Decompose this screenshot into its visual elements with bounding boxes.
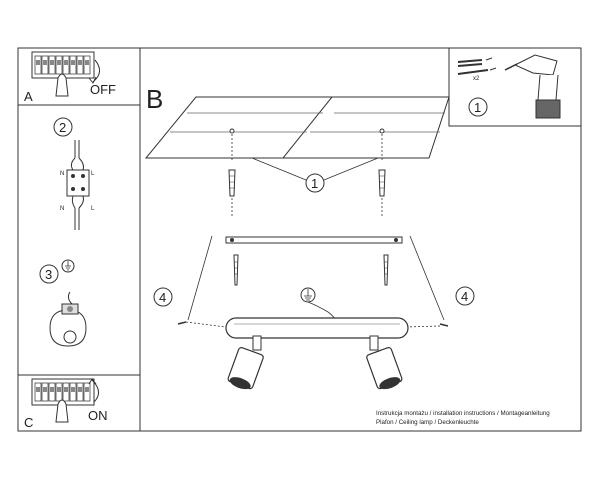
- fixture-bar: [225, 317, 409, 339]
- earth-step-number: 3: [45, 267, 52, 282]
- tools-box: x2 1: [448, 47, 582, 127]
- ceiling-plate-right: [281, 96, 450, 159]
- bracket-bar: [225, 236, 403, 244]
- ceiling-hole-left: [229, 128, 235, 134]
- ceiling-hole-right: [379, 128, 385, 134]
- earth-bracket-icon: [49, 309, 87, 347]
- caption-line-1: Instrukcja montażu / installation instru…: [376, 410, 550, 417]
- anchor-count: x2: [473, 76, 480, 82]
- screw-step-left: 4: [159, 290, 166, 305]
- side-screws: [177, 321, 449, 327]
- wires: [74, 140, 80, 230]
- terminal-l-bottom: L: [91, 206, 95, 212]
- step-badge: [53, 117, 73, 137]
- ceiling: [144, 96, 450, 160]
- outer-frame: [17, 47, 582, 432]
- terminal-n-top: N: [60, 171, 64, 177]
- wiring-step: 2 N L N L: [53, 117, 95, 230]
- spotlight-left: [227, 347, 264, 390]
- anchor-left: [228, 169, 236, 197]
- panel-b-letter: B: [146, 84, 163, 114]
- screw-left: [233, 254, 239, 286]
- mounting-bracket: [187, 235, 445, 321]
- anchors: 1: [228, 157, 386, 218]
- hand-icon: [55, 73, 69, 97]
- panel-c: C ON: [17, 374, 141, 432]
- anchors-step-number: 1: [311, 176, 318, 191]
- caption-line-2: Plafon / Ceiling lamp / Deckenleuchte: [376, 419, 479, 426]
- light-fixture: [225, 317, 409, 390]
- screw-right: [383, 254, 389, 286]
- screw-step-right: 4: [461, 289, 468, 304]
- drill-icon: [504, 54, 561, 119]
- spotlight-right: [366, 347, 403, 390]
- wiring-step-number: 2: [59, 120, 66, 135]
- terminal-l-top: L: [91, 171, 95, 177]
- screw-anchor-set-icon: [457, 57, 497, 75]
- earth-step: 3: [39, 259, 87, 347]
- hand-icon: [55, 399, 69, 423]
- panel-a-letter: A: [24, 89, 33, 104]
- screw-markers: 4 4: [153, 286, 475, 328]
- terminal-n-bottom: N: [60, 206, 64, 212]
- terminal-block-icon: [66, 169, 90, 197]
- panel-c-letter: C: [24, 415, 33, 430]
- off-label: OFF: [90, 82, 116, 97]
- on-label: ON: [88, 408, 108, 423]
- panel-a: A OFF: [17, 47, 141, 106]
- anchor-right: [378, 169, 386, 197]
- tools-step-number: 1: [474, 100, 481, 115]
